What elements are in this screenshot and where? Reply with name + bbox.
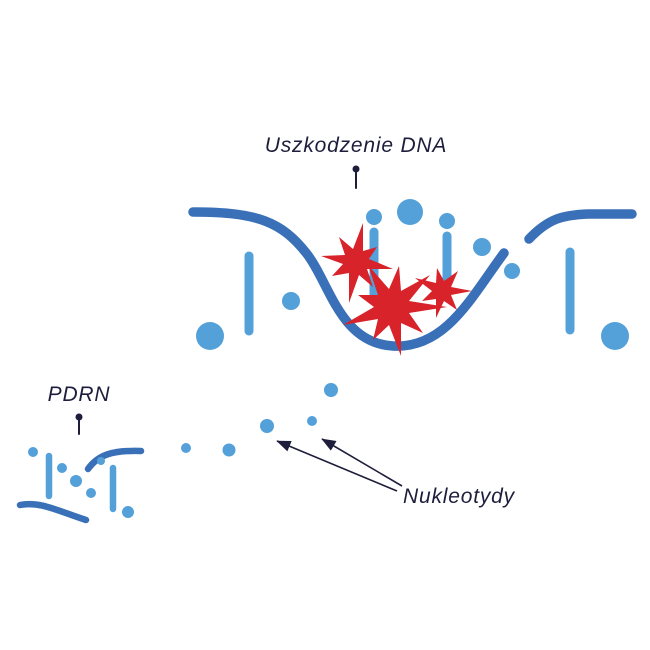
nucleotide-dot (504, 263, 520, 279)
nucleotide-dot (122, 506, 134, 518)
pdrn-callout: PDRN (48, 383, 111, 435)
pdrn-fragment (16, 447, 145, 524)
nucleotide-dot (473, 238, 491, 256)
pdrn-backbone-top (84, 447, 145, 473)
nucleotides-callout: Nukleotydy (276, 438, 516, 508)
nucleotide-dot (70, 475, 82, 487)
nucleotide-dot (601, 322, 629, 350)
nucleotide-dot (439, 213, 455, 229)
damage-burst-icon (343, 265, 447, 356)
nucleotide-dot (86, 488, 96, 498)
nucleotide-dot (57, 463, 67, 473)
dna-backbone-right (524, 209, 637, 244)
damage-burst-icon (321, 223, 393, 303)
free-nucleotides (181, 383, 338, 457)
nucleotide-dot (397, 199, 423, 225)
free-nucleotide-dot (181, 443, 191, 453)
nucleotide-dot (97, 457, 105, 465)
free-nucleotide-dot (222, 443, 236, 457)
damage-burst-icon (415, 268, 472, 318)
nucleotide-arrow (276, 440, 398, 492)
free-nucleotide-dot (307, 416, 317, 426)
callout-pointer-dot (75, 413, 83, 421)
free-nucleotide-dot (260, 419, 274, 433)
dna-damage-bursts (321, 223, 472, 356)
callout-pointer-dot (352, 165, 360, 173)
pdrn-backbone-bottom (16, 500, 90, 524)
damaged-dna-strand (188, 199, 637, 351)
nucleotide-dot (196, 322, 224, 350)
nucleotide-arrow (321, 438, 403, 487)
dna-backbone-left (188, 207, 509, 351)
pdrn-label: PDRN (48, 383, 111, 406)
damage-label: Uszkodzenie DNA (265, 134, 447, 157)
nucleotide-dot (282, 292, 300, 310)
nucleotides-label: Nukleotydy (403, 485, 516, 508)
free-nucleotide-dot (324, 383, 338, 397)
damage-callout: Uszkodzenie DNA (265, 134, 447, 189)
nucleotide-dot (28, 447, 38, 457)
nucleotide-dot (366, 209, 382, 225)
